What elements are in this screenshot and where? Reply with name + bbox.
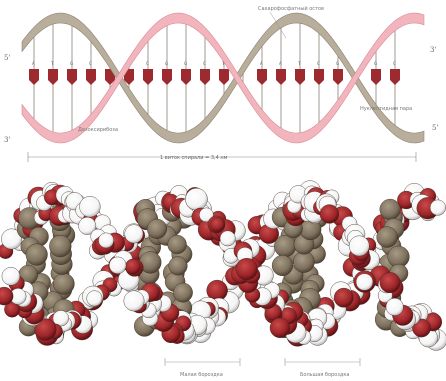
pitch-label: 1 виток спирали = 3,4 нм bbox=[160, 155, 228, 161]
base-letter: G bbox=[336, 61, 339, 66]
base-letter: G bbox=[184, 61, 187, 66]
base-letter: A bbox=[260, 61, 263, 66]
base-letter: C bbox=[146, 61, 149, 66]
end-label-bottom-right: 5' bbox=[432, 124, 438, 132]
base-pair-block bbox=[371, 69, 381, 85]
red-atom bbox=[334, 288, 353, 307]
brown-atom bbox=[272, 255, 293, 276]
white-atom bbox=[99, 233, 114, 248]
ribbon-helix-model: ATGCATCGGCTAATCGGC 1 виток спирали = 3,4… bbox=[4, 5, 438, 162]
base-pair-block bbox=[162, 69, 172, 85]
base-letter: A bbox=[32, 61, 35, 66]
base-letter: C bbox=[317, 61, 320, 66]
base-pair-block bbox=[333, 69, 343, 85]
space-filling-model bbox=[0, 181, 446, 351]
base-letter: C bbox=[393, 61, 396, 66]
red-atom bbox=[210, 218, 224, 232]
minor-groove-label: Малая бороздка bbox=[180, 372, 223, 378]
base-pair-block bbox=[29, 69, 39, 85]
white-atom bbox=[2, 267, 20, 285]
base-pair-block bbox=[257, 69, 267, 85]
base-pair-block bbox=[295, 69, 305, 85]
base-pair-rungs: ATGCATCGGCTAATCGGC bbox=[29, 20, 400, 135]
base-pair-block bbox=[86, 69, 96, 85]
brown-atom bbox=[380, 199, 401, 220]
base-pair-block bbox=[276, 69, 286, 85]
groove-labels: Малая бороздка Большая бороздка bbox=[165, 358, 360, 378]
nucleotide-label: Нуклеотидная пара bbox=[360, 106, 412, 112]
white-atom bbox=[80, 196, 101, 217]
base-letter: T bbox=[50, 61, 54, 66]
red-atom bbox=[125, 259, 140, 274]
deoxyribose-label: Дезоксирибоза bbox=[78, 127, 118, 133]
white-atom bbox=[124, 291, 144, 311]
brown-atom bbox=[26, 244, 48, 266]
base-letter: G bbox=[165, 61, 168, 66]
base-pair-block bbox=[48, 69, 58, 85]
brown-atom bbox=[274, 235, 296, 257]
white-atom bbox=[356, 274, 373, 291]
brown-atom bbox=[147, 219, 167, 239]
base-letter: A bbox=[279, 61, 282, 66]
white-atom bbox=[87, 291, 103, 307]
base-letter: G bbox=[70, 61, 73, 66]
base-pair-block bbox=[200, 69, 210, 85]
base-letter: T bbox=[297, 61, 301, 66]
base-pair-block bbox=[314, 69, 324, 85]
base-pair-block bbox=[181, 69, 191, 85]
brown-atom bbox=[53, 273, 74, 294]
white-atom bbox=[109, 257, 126, 274]
sugar-phosphate-label: Сахарофосфатный остов bbox=[258, 5, 324, 12]
white-atom bbox=[349, 236, 369, 256]
end-label-top-right: 3' bbox=[430, 46, 436, 54]
brown-atom bbox=[49, 235, 71, 257]
brown-atom bbox=[377, 227, 398, 248]
red-atom bbox=[320, 205, 339, 224]
base-pair-block bbox=[219, 69, 229, 85]
pitch-dimension: 1 виток спирали = 3,4 нм bbox=[28, 152, 416, 162]
red-atom bbox=[236, 258, 258, 280]
end-label-bottom-left: 3' bbox=[4, 136, 10, 144]
brown-atom bbox=[173, 283, 192, 302]
base-pair-block bbox=[143, 69, 153, 85]
white-atom bbox=[386, 298, 403, 315]
brown-atom bbox=[169, 257, 188, 276]
base-letter: G bbox=[374, 61, 377, 66]
white-atom bbox=[430, 200, 446, 216]
base-pair-block bbox=[67, 69, 77, 85]
base-letter: C bbox=[89, 61, 92, 66]
brown-atom bbox=[168, 235, 187, 254]
white-atom bbox=[220, 231, 235, 246]
white-atom bbox=[185, 188, 207, 210]
brown-atom bbox=[293, 251, 314, 272]
base-pair-block bbox=[390, 69, 400, 85]
major-groove-label: Большая бороздка bbox=[300, 372, 349, 378]
end-label-top-left: 5' bbox=[4, 54, 10, 62]
red-atom bbox=[380, 272, 400, 292]
red-atom bbox=[270, 318, 290, 338]
base-letter: C bbox=[203, 61, 206, 66]
